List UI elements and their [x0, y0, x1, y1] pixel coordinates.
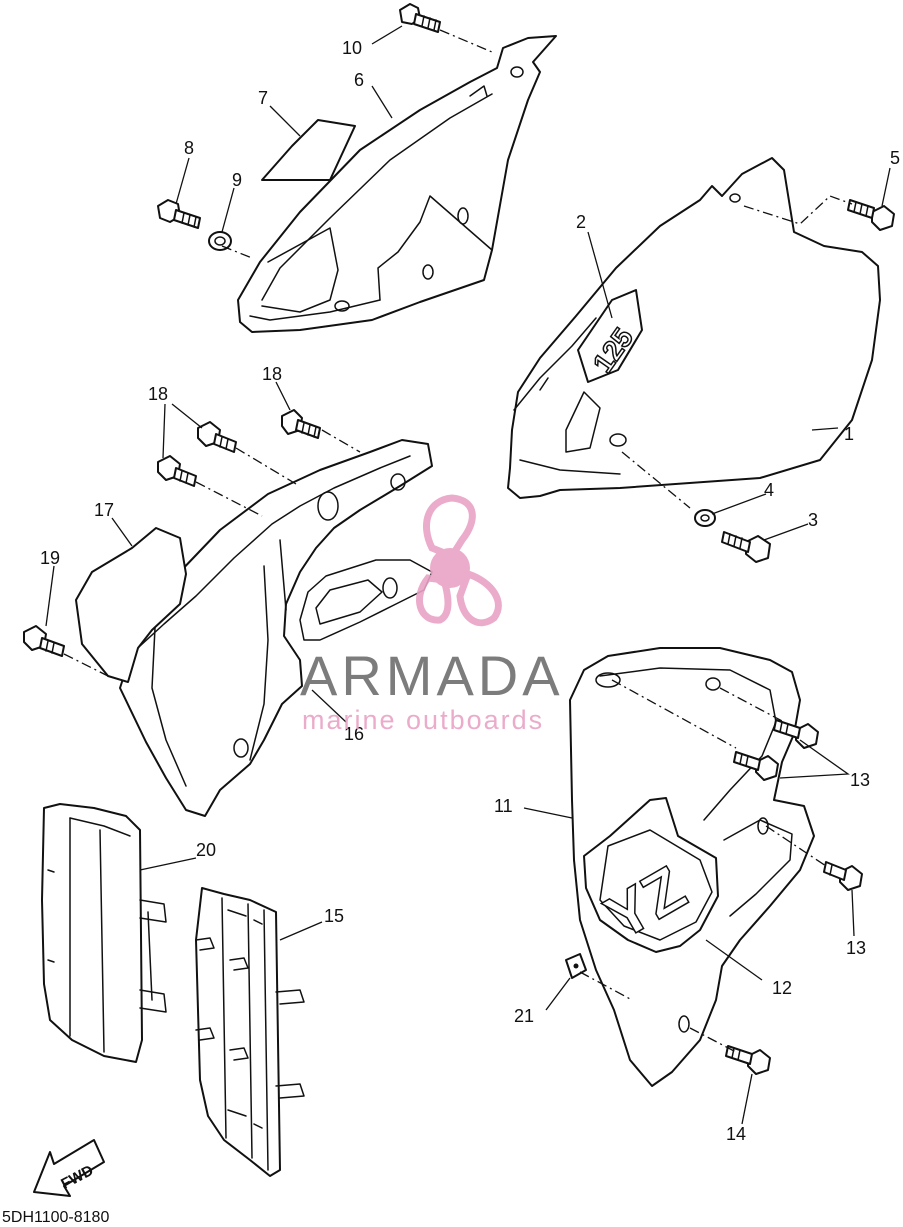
- callout-21: 21: [514, 1006, 534, 1026]
- callout-16: 16: [344, 724, 364, 744]
- bolt-part-18-left: [197, 421, 237, 453]
- bolt-part-13-middle: [733, 751, 779, 781]
- bolt-part-10: [399, 3, 441, 33]
- callout-3: 3: [808, 510, 818, 530]
- callout-10: 10: [342, 38, 362, 58]
- washer-part-4: [694, 509, 716, 527]
- callout-17: 17: [94, 500, 114, 520]
- louver-pegs: [195, 937, 305, 1099]
- forward-direction-arrow: FWD: [33, 1139, 105, 1197]
- callout-11: 11: [494, 796, 513, 816]
- callout-9: 9: [232, 170, 242, 190]
- radiator-guard-part-20: [41, 803, 167, 1063]
- clip-nut-part-21: [565, 953, 587, 979]
- callout-1: 1: [844, 424, 854, 444]
- bolt-part-5: [847, 199, 895, 231]
- bolt-part-18-upper: [281, 409, 321, 439]
- callout-5: 5: [890, 148, 900, 168]
- shroud-cover-part-16: [119, 439, 433, 817]
- callout-18-upper: 18: [262, 364, 282, 384]
- callout-19: 19: [40, 548, 60, 568]
- callout-18-left: 18: [148, 384, 168, 404]
- callout-15: 15: [324, 906, 344, 926]
- yz-decal-part-12: YZ: [583, 797, 719, 954]
- bolt-part-8: [157, 199, 201, 229]
- bolt-part-19: [23, 625, 65, 657]
- callout-4: 4: [764, 480, 774, 500]
- bolt-part-3: [721, 531, 771, 563]
- callout-14: 14: [726, 1124, 746, 1144]
- armada-watermark: ARMADA marine outboards: [300, 494, 564, 735]
- callout-12: 12: [772, 978, 792, 998]
- assembly-lines: [63, 29, 853, 1053]
- propeller-icon: [416, 494, 502, 627]
- bolt-part-18-lower: [157, 455, 197, 487]
- drawing-code: 5DH1100-8180: [2, 1209, 109, 1226]
- callout-7: 7: [258, 88, 268, 108]
- washer-part-9: [208, 231, 232, 251]
- bolt-part-13-upper: [773, 719, 819, 749]
- watermark-tagline: marine outboards: [302, 705, 544, 735]
- decal-part-7: [261, 119, 356, 181]
- callout-8: 8: [184, 138, 194, 158]
- callout-6: 6: [354, 70, 364, 90]
- callout-13-lower: 13: [846, 938, 866, 958]
- callout-13-upper: 13: [850, 770, 870, 790]
- leader-lines: [45, 25, 891, 1125]
- callout-20: 20: [196, 840, 216, 860]
- side-panel-part-1: [507, 157, 881, 499]
- part-callouts: 1 2 3 4 5 6 7 8 9 10 11 12 13 13 14 15 1…: [40, 38, 900, 1144]
- callout-2: 2: [576, 212, 586, 232]
- side-cover-part-6: [237, 35, 557, 333]
- watermark-brand: ARMADA: [300, 644, 564, 707]
- radiator-louver-part-15: [195, 887, 305, 1177]
- bolt-part-13-lower: [823, 861, 863, 891]
